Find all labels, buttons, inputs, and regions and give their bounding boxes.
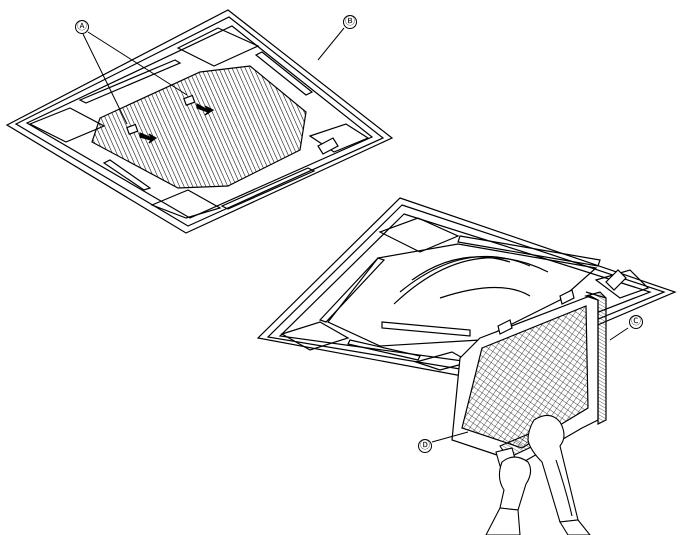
top-sensor (317, 137, 339, 155)
bottom-sensor (605, 269, 627, 291)
leader-b (317, 27, 345, 61)
leader-lines-bottom (431, 327, 629, 443)
callout-label-d: Ⓓ (418, 439, 432, 453)
top-unit (5, 9, 394, 234)
bottom-vane-top (457, 235, 601, 267)
top-intake-grille (91, 65, 307, 189)
bottom-vane-bottom (347, 339, 421, 361)
bottom-corner-left (280, 321, 350, 351)
top-panel-rim (14, 16, 385, 227)
leader-d (431, 431, 469, 443)
bottom-corner-top (378, 217, 460, 253)
top-corner-top (176, 27, 260, 67)
top-knob-right (183, 94, 196, 106)
right-sleeve-fold (555, 459, 573, 517)
left-hand (498, 456, 532, 511)
casing-arc-3 (393, 257, 549, 305)
callout-label-a: Ⓐ (75, 20, 89, 34)
bottom-inner-cavity (327, 243, 598, 347)
right-sleeve (559, 519, 591, 535)
grille-hinge-edge (585, 291, 607, 299)
top-corner-bottom (150, 189, 222, 219)
top-knob-left (126, 123, 139, 135)
svg-text:Ⓓ: Ⓓ (420, 440, 430, 452)
top-vane-lower-right (220, 167, 316, 210)
leader-a-left (82, 33, 128, 125)
svg-text:Ⓐ: Ⓐ (77, 21, 87, 33)
top-arrow-left (139, 132, 158, 144)
svg-text:Ⓑ: Ⓑ (345, 16, 355, 28)
casing-arc-2 (399, 255, 531, 293)
bottom-drain-slot (381, 321, 471, 337)
left-sleeve (485, 507, 521, 535)
svg-text:Ⓒ: Ⓒ (631, 316, 641, 328)
casing-arc-4 (439, 286, 531, 299)
leader-a-right (87, 31, 188, 96)
callout-label-c: Ⓒ (629, 315, 643, 329)
top-vane-lower-left (102, 159, 152, 191)
top-vane-upper-right (254, 51, 314, 96)
bottom-vane-left (318, 257, 386, 323)
top-vane-upper-left (78, 59, 182, 104)
grille-side-panel (583, 291, 607, 425)
top-panel-inner (25, 25, 374, 219)
casing-arc-1 (411, 256, 511, 281)
open-grille (451, 289, 607, 465)
leader-lines-top (82, 27, 345, 125)
grille-clip-lower (497, 319, 513, 335)
callout-label-b: Ⓑ (343, 15, 357, 29)
grille-clip-upper (559, 289, 575, 305)
leader-c (609, 327, 629, 341)
top-arrow-right (196, 102, 215, 116)
filter-and-hands (485, 414, 591, 535)
